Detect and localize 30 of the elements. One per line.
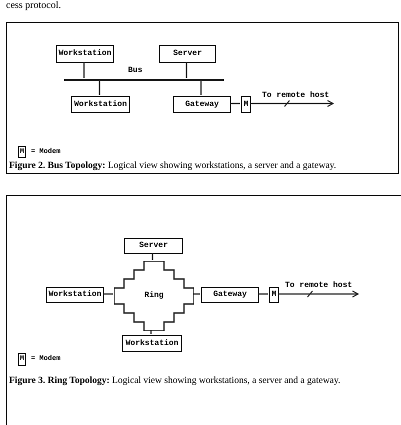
modem-box: M <box>241 96 251 113</box>
bus-label: Bus <box>128 67 142 75</box>
gateway-box: Gateway <box>201 287 259 303</box>
connector-line <box>200 80 202 95</box>
connector-line <box>186 62 188 78</box>
edge-label: To remote host <box>285 282 352 290</box>
server-box: Server <box>159 45 216 63</box>
connector-line <box>103 293 113 295</box>
figure-caption: Figure 2. Bus Topology: Logical view showing workstations, a server and a gateway. <box>9 162 336 172</box>
workstation-box: Workstation <box>56 45 114 63</box>
workstation-box: Workstation <box>122 335 182 352</box>
arrow <box>250 100 334 108</box>
connector-line <box>83 62 85 78</box>
workstation-box: Workstation <box>71 96 130 113</box>
ring-label: Ring <box>144 292 164 300</box>
edge-label: To remote host <box>262 92 330 100</box>
figure-caption: Figure 3. Ring Topology: Logical view showing workstations, a server and a gateway. <box>9 377 340 386</box>
arrow <box>278 290 359 298</box>
connector-line <box>150 330 152 334</box>
connector-line <box>258 293 268 295</box>
connector-line <box>193 293 200 295</box>
body-text: cess protocol. <box>6 1 61 11</box>
modem-box: M <box>269 287 279 303</box>
connector-line <box>98 80 100 95</box>
gateway-box: Gateway <box>173 96 231 113</box>
figure-frame <box>6 22 399 174</box>
server-box: Server <box>124 238 183 254</box>
connector-line <box>230 102 240 104</box>
connector-line <box>152 253 154 260</box>
workstation-box: Workstation <box>46 287 104 303</box>
